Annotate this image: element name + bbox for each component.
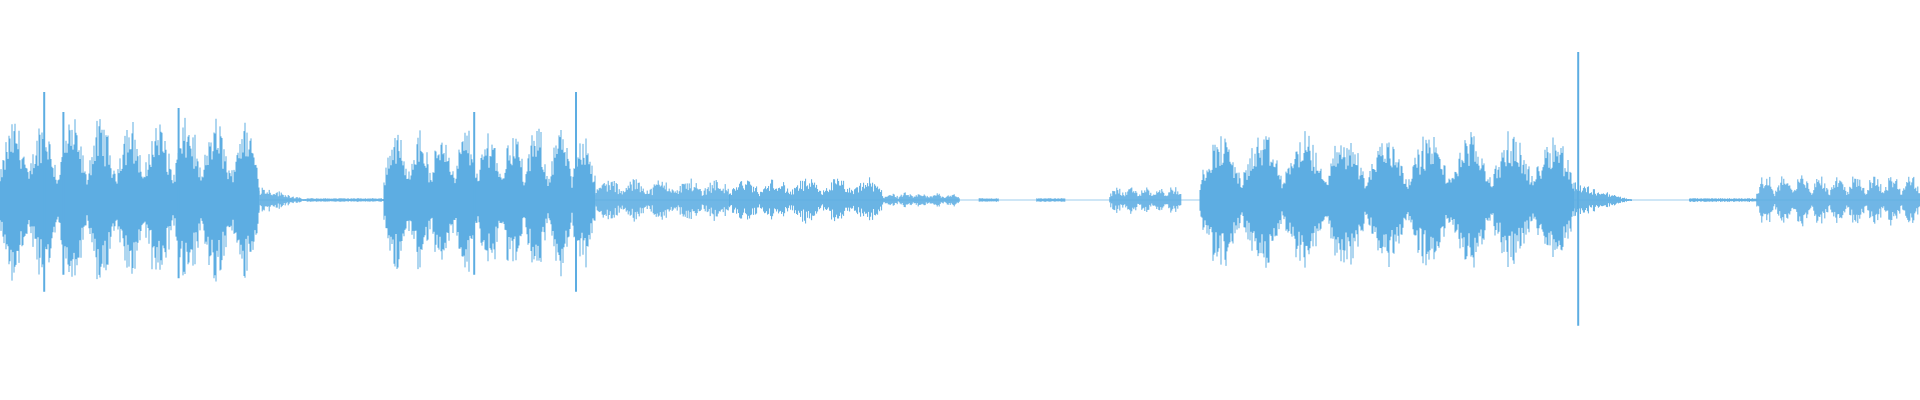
waveform-segment (1036, 198, 1066, 202)
waveform-segment (1573, 182, 1632, 216)
waveform-segment (729, 177, 884, 224)
waveform-segment (306, 198, 384, 202)
waveform-segment (1689, 198, 1758, 202)
waveform-segment (0, 117, 260, 282)
waveform-segment (1199, 131, 1575, 268)
waveform-segment (1756, 175, 1920, 227)
waveform-segment (882, 192, 960, 208)
waveform-segment (383, 128, 596, 277)
waveform-segment (978, 198, 999, 202)
waveform-segment (258, 187, 307, 212)
waveform-segment (594, 178, 730, 222)
waveform-segment (1109, 187, 1182, 214)
waveform-bars (0, 52, 1920, 326)
